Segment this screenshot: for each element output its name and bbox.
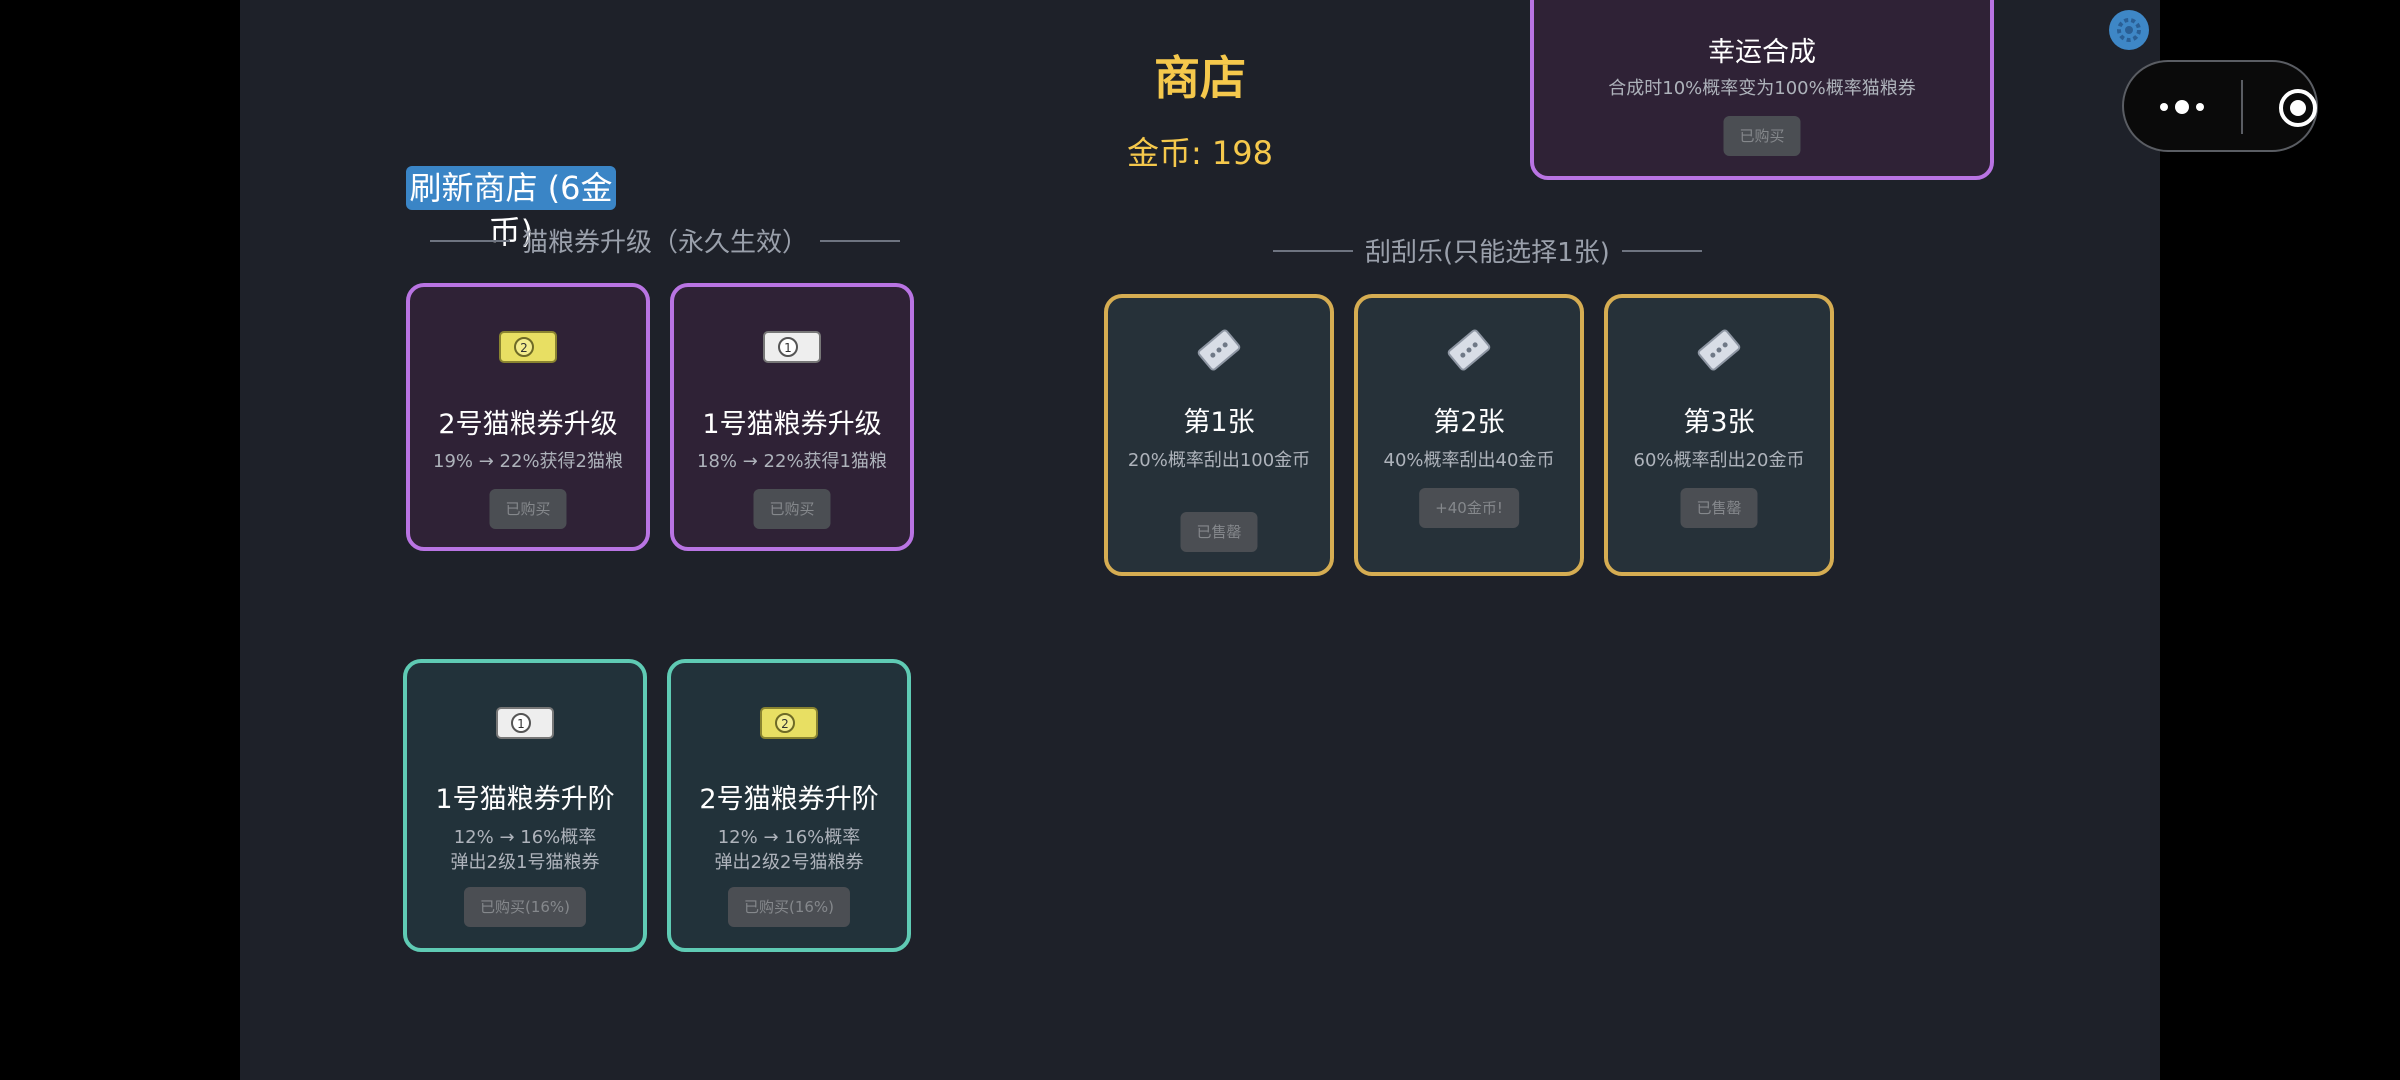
ticket-1-icon: 1: [407, 699, 643, 747]
card-name: 第3张: [1683, 407, 1755, 438]
miniprogram-capsule: [2122, 60, 2318, 152]
ticket-1-icon: 1: [674, 323, 910, 371]
scratch-card[interactable]: 第3张 60%概率刮出20金币 已售罄: [1604, 294, 1834, 576]
coin-balance: 金币: 198: [1126, 134, 1274, 172]
purchased-button[interactable]: 已购买(16%): [463, 887, 587, 927]
card-name: 幸运合成: [1708, 37, 1816, 68]
card-desc-line1: 12% → 16%概率: [453, 827, 597, 848]
scratch-section-title: 刮刮乐(只能选择1张): [1273, 232, 1702, 269]
scratch-ticket-icon: [1108, 326, 1330, 374]
divider: [1621, 249, 1702, 252]
card-desc: 合成时10%概率变为100%概率猫粮券: [1608, 78, 1916, 99]
purchased-button[interactable]: 已购买: [753, 489, 831, 529]
sold-out-button[interactable]: 已售罄: [1680, 488, 1758, 528]
ticket-2-icon: 2: [410, 323, 646, 371]
scratch-card[interactable]: 第2张 40%概率刮出40金币 +40金币!: [1354, 294, 1584, 576]
scratch-ticket-icon: [1608, 326, 1830, 374]
card-name: 第1张: [1183, 407, 1255, 438]
upgrade-card[interactable]: 1 1号猫粮券升级 18% → 22%获得1猫粮 已购买: [670, 283, 914, 551]
advance-card[interactable]: 2 2号猫粮券升阶 12% → 16%概率 弹出2级2号猫粮券 已购买(16%): [667, 659, 911, 952]
card-desc: 20%概率刮出100金币: [1127, 450, 1311, 471]
settings-gear-icon[interactable]: [2109, 10, 2149, 50]
refresh-shop-button[interactable]: 刷新商店 (6金币): [406, 166, 616, 251]
scratch-ticket-icon: [1358, 326, 1580, 374]
card-desc: 40%概率刮出40金币: [1383, 450, 1555, 471]
card-desc: 19% → 22%获得2猫粮: [433, 451, 623, 472]
divider: [1273, 249, 1353, 252]
card-name: 2号猫粮券升阶: [699, 784, 879, 815]
purchased-button[interactable]: 已购买(16%): [727, 887, 851, 927]
card-name: 1号猫粮券升级: [702, 409, 882, 440]
upgrade-card[interactable]: 2 2号猫粮券升级 19% → 22%获得2猫粮 已购买: [406, 283, 650, 551]
sold-out-button[interactable]: 已售罄: [1180, 512, 1258, 552]
reward-button[interactable]: +40金币!: [1419, 488, 1519, 528]
close-miniprogram-icon[interactable]: [2278, 88, 2318, 128]
svg-text:2: 2: [781, 717, 789, 731]
page-title: 商店: [1154, 51, 1246, 105]
capsule-divider: [2241, 80, 2243, 134]
card-desc-line2: 弹出2级1号猫粮券: [450, 852, 600, 873]
card-desc-line2: 弹出2级2号猫粮券: [714, 852, 864, 873]
ticket-2-icon: 2: [671, 699, 907, 747]
card-name: 2号猫粮券升级: [438, 409, 618, 440]
divider: [820, 239, 901, 242]
lucky-merge-card: 幸运合成 合成时10%概率变为100%概率猫粮券 已购买: [1530, 0, 1994, 180]
upgrade-section-title: 猫粮券升级（永久生效）: [430, 222, 901, 259]
card-desc: 18% → 22%获得1猫粮: [697, 451, 887, 472]
card-desc-line1: 12% → 16%概率: [717, 827, 861, 848]
svg-text:2: 2: [520, 341, 528, 355]
scratch-card[interactable]: 第1张 20%概率刮出100金币 已售罄: [1104, 294, 1334, 576]
card-name: 第2张: [1433, 407, 1505, 438]
purchased-button[interactable]: 已购买: [1723, 116, 1801, 156]
purchased-button[interactable]: 已购买: [489, 489, 567, 529]
more-options-icon[interactable]: [2156, 94, 2212, 120]
svg-text:1: 1: [784, 341, 792, 355]
svg-text:1: 1: [517, 717, 525, 731]
advance-card[interactable]: 1 1号猫粮券升阶 12% → 16%概率 弹出2级1号猫粮券 已购买(16%): [403, 659, 647, 952]
game-canvas: 商店 金币: 198 刷新商店 (6金币) 幸运合成 合成时10%概率变为100…: [240, 0, 2160, 1080]
card-desc: 60%概率刮出20金币: [1633, 450, 1805, 471]
card-name: 1号猫粮券升阶: [435, 784, 615, 815]
divider: [430, 239, 510, 242]
